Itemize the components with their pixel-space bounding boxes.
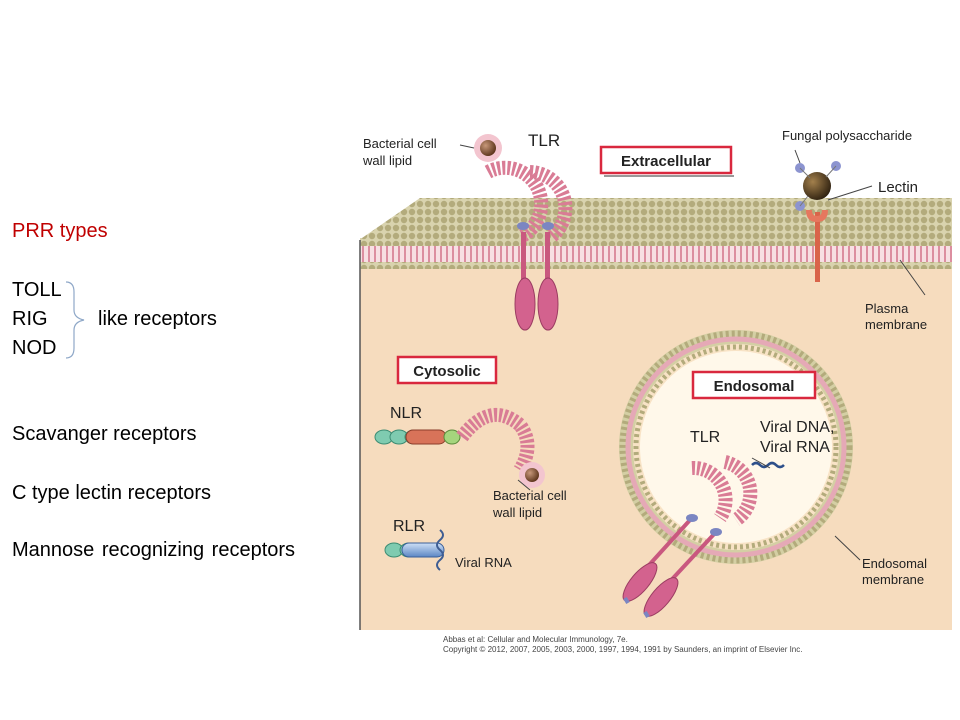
cytosolic-box: Cytosolic xyxy=(396,355,498,385)
plasma-membrane-line2: membrane xyxy=(865,317,927,332)
mannose-receptors-label: Mannose recognizing receptors xyxy=(12,539,296,561)
nlr-receptor xyxy=(374,408,545,491)
tlr-endo-label: TLR xyxy=(690,429,720,446)
bacterial-lipid-mid-line2: wall lipid xyxy=(492,505,542,520)
tlr-top-label: TLR xyxy=(528,131,560,150)
credit-line-2: Copyright © 2012, 2007, 2005, 2003, 2000… xyxy=(443,645,802,654)
bacterial-lipid-mid-line1: Bacterial cell xyxy=(493,488,567,503)
viral-dna-line1: Viral DNA, xyxy=(760,419,834,436)
endosomal-membrane-line2: membrane xyxy=(862,572,924,587)
extracellular-box: Extracellular xyxy=(599,145,734,177)
endosomal-membrane-line1: Endosomal xyxy=(862,556,927,571)
nlr-label: NLR xyxy=(390,405,422,422)
scavanger-receptors-label: Scavanger receptors xyxy=(12,423,197,445)
lipid-tails xyxy=(360,246,952,262)
extracellular-label: Extracellular xyxy=(621,153,711,170)
fungal-label: Fungal polysaccharide xyxy=(782,128,912,143)
curly-bracket xyxy=(65,281,85,359)
list-item-nod: NOD xyxy=(12,337,57,359)
list-item-toll: TOLL xyxy=(12,279,62,301)
endosomal-box: Endosomal xyxy=(691,370,817,400)
lectin-receptor xyxy=(794,149,926,296)
prr-types-heading: PRR types xyxy=(12,220,108,242)
like-receptors-label: like receptors xyxy=(98,308,217,330)
tlr-endosomal xyxy=(622,455,861,619)
credit-line-1: Abbas et al: Cellular and Molecular Immu… xyxy=(443,635,628,644)
endosomal-label: Endosomal xyxy=(714,378,795,395)
lectin-label: Lectin xyxy=(878,179,918,196)
rlr-label: RLR xyxy=(393,518,425,535)
cytosolic-label: Cytosolic xyxy=(413,363,481,380)
c-type-lectin-label: C type lectin receptors xyxy=(12,482,211,504)
tlr-extracellular xyxy=(459,134,573,331)
rlr-receptor xyxy=(384,529,445,571)
plasma-membrane-line1: Plasma xyxy=(865,301,909,316)
bacterial-lipid-top-line2: wall lipid xyxy=(362,153,412,168)
membrane-top-surface xyxy=(362,198,952,238)
viral-dna-line2: Viral RNA xyxy=(760,439,830,456)
list-item-rig: RIG xyxy=(12,308,48,330)
viral-rna-label: Viral RNA xyxy=(455,555,512,570)
bacterial-lipid-top-line1: Bacterial cell xyxy=(363,136,437,151)
